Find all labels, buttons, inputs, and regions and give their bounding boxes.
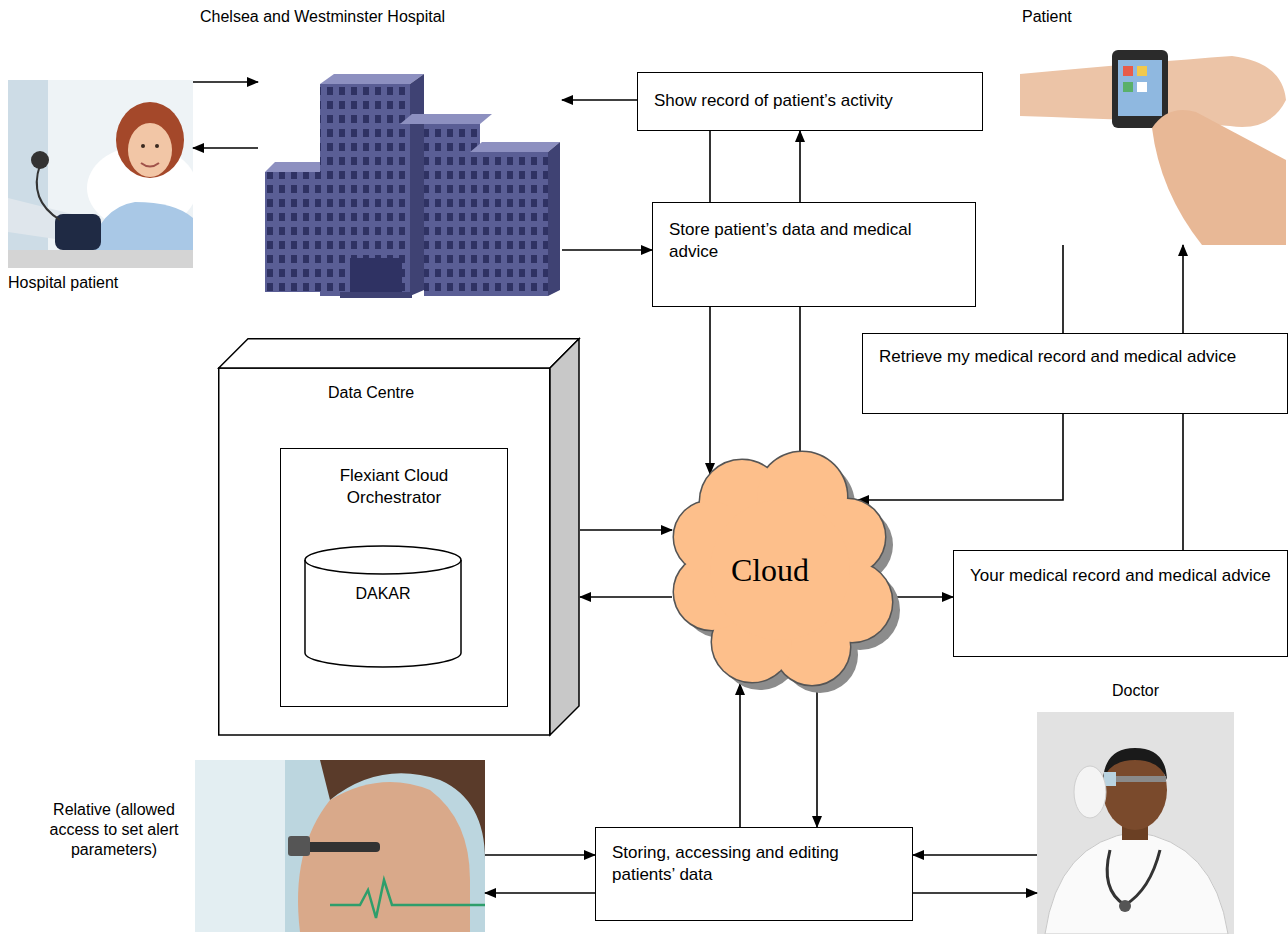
connector-arrow [193, 81, 258, 83]
relative-photo [195, 760, 485, 932]
data-centre-cube: Data CentreFlexiant Cloud OrchestratorDA… [218, 338, 580, 736]
connector-arrow [816, 684, 818, 827]
node-text: Relative (allowed access to set alert pa… [43, 800, 185, 860]
node-text: Show record of patient’s activity [654, 90, 893, 112]
node-text: Patient [1022, 8, 1288, 26]
hospital-building [265, 74, 560, 298]
orchestrator-box: Flexiant Cloud OrchestratorDAKAR [280, 448, 508, 707]
node-text: Retrieve my medical record and medical a… [879, 346, 1271, 368]
node-text: DAKAR [303, 584, 463, 605]
building-node: Chelsea and Westminster Hospital [258, 60, 562, 300]
node-text: Store patient’s data and medical advice [669, 219, 959, 263]
node-text: Chelsea and Westminster Hospital [200, 8, 504, 26]
photo-node: Relative (allowed access to set alert pa… [195, 760, 485, 932]
photo-node: Patient [1018, 40, 1288, 245]
connector-arrow [562, 249, 652, 251]
connector-arrow [709, 131, 711, 202]
connector-arrow [913, 892, 1037, 894]
doctor-photo [1037, 712, 1234, 934]
node-text: Hospital patient [8, 274, 193, 292]
process-box: Storing, accessing and editing patients’… [595, 827, 913, 921]
connector-arrow [1062, 245, 1064, 333]
connector-arrow [485, 854, 595, 856]
process-box: Retrieve my medical record and medical a… [862, 333, 1288, 414]
connector-arrow [913, 854, 1037, 856]
smartwatch-wrist-photo [1020, 50, 1286, 245]
connector-arrow [580, 529, 672, 531]
connector-arrow [562, 99, 637, 101]
process-box: Your medical record and medical advice [953, 550, 1288, 657]
connector-arrow [739, 684, 741, 827]
connector-arrow [858, 414, 1063, 500]
node-text: Storing, accessing and editing patients’… [612, 842, 896, 886]
node-text: Cloud [662, 552, 878, 589]
connector-arrow [799, 131, 801, 202]
connector-arrow [1182, 245, 1184, 333]
node-text: Data Centre [328, 384, 690, 402]
node-text: Your medical record and medical advice [970, 565, 1271, 587]
connector-arrow [709, 307, 711, 474]
photo-node: Doctor [1037, 712, 1234, 934]
hospital-patient-photo [8, 80, 197, 268]
connector-arrow [485, 892, 595, 894]
node-text: Doctor [1037, 682, 1234, 700]
node-text: Flexiant Cloud Orchestrator [321, 465, 467, 509]
connector-arrow [799, 307, 801, 452]
process-box: Store patient’s data and medical advice [652, 202, 976, 307]
process-box: Show record of patient’s activity [637, 72, 983, 131]
connector-arrow [1182, 414, 1184, 550]
connector-arrow [580, 596, 672, 598]
database-cylinder: DAKAR [303, 544, 463, 669]
database-cylinder-outline [303, 544, 463, 669]
connector-arrow [193, 147, 258, 149]
photo-node: Hospital patient [8, 80, 193, 268]
cloud-shape: Cloud [672, 452, 888, 684]
